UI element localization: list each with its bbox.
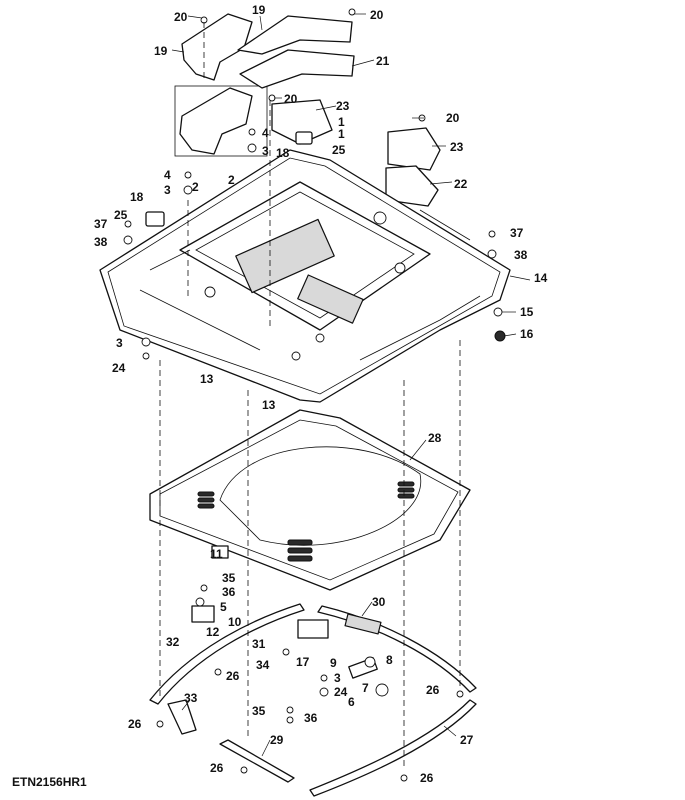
callout: 4 [262,126,269,140]
callout: 16 [520,327,534,341]
trim-right [317,605,477,693]
assembly-lines [159,22,461,770]
callout: 8 [386,653,393,667]
callout: 26 [210,761,224,775]
trim-27 [309,699,477,797]
bracket-18-left [145,211,165,227]
headliner [149,409,471,591]
callout: 3 [164,183,171,197]
callout: 37 [510,226,524,240]
callout: 10 [228,615,242,629]
upper-panel-group [174,13,441,207]
callout: 27 [460,733,474,747]
callout: 38 [514,248,528,262]
leader-lines [171,13,531,757]
callout: 1 [338,115,345,129]
panel-23-right [387,127,441,171]
bracket-17 [297,619,329,639]
panel-19-right [237,15,353,55]
callout: 26 [420,771,434,785]
callout: 9 [330,656,337,670]
trim-33 [167,699,197,735]
hardware [123,8,506,782]
callout: 35 [252,704,266,718]
callout: 36 [222,585,236,599]
callout: 26 [128,717,142,731]
plug-15 [493,307,503,317]
callout: 29 [270,733,284,747]
callout: 21 [376,54,390,68]
callout: 31 [252,637,266,651]
callout: 2 [192,180,199,194]
callout: 25 [332,143,346,157]
grommet-8 [364,656,376,668]
callout: 30 [372,595,386,609]
callout: 35 [222,571,236,585]
callout: 25 [114,208,128,222]
callout: 38 [94,235,108,249]
callout: 3 [334,671,341,685]
grommet-16 [494,330,506,342]
callout: 28 [428,431,442,445]
panel-21-lower [179,87,253,155]
callout: 18 [130,190,144,204]
panel-23-small [271,99,333,145]
callout: 26 [226,669,240,683]
callout: 12 [206,625,220,639]
callout: 2 [228,173,235,187]
vent-left [197,491,215,509]
callout: 20 [174,10,188,24]
callout: 15 [520,305,534,319]
callout: 23 [450,140,464,154]
light-30 [344,613,382,635]
callout: 19 [252,3,266,17]
callout: 3 [262,144,269,158]
roof-frame [99,149,511,403]
callout-labels: 20 19 20 19 21 20 23 4 1 1 20 3 25 18 23… [94,3,548,785]
callout: 33 [184,691,198,705]
callout: 7 [362,681,369,695]
bracket-18-center [295,131,313,145]
callout: 22 [454,177,468,191]
trim-left [149,603,305,705]
vent-right [397,481,415,499]
callout: 6 [348,695,355,709]
callout: 3 [116,336,123,350]
callout: 23 [336,99,350,113]
callout: 1 [338,127,345,141]
callout: 14 [534,271,548,285]
bulb-7 [375,683,389,697]
callout: 36 [304,711,318,725]
callout: 32 [166,635,180,649]
bracket-10 [191,605,215,623]
callout: 20 [370,8,384,22]
callout: 4 [164,168,171,182]
callout: 19 [154,44,168,58]
vent-center [287,539,313,562]
callout: 24 [112,361,126,375]
callout: 34 [256,658,270,672]
trim-strips [149,603,477,797]
callout: 13 [200,372,214,386]
callout: 17 [296,655,310,669]
callout: 13 [262,398,276,412]
callout: 20 [446,111,460,125]
panel-19-left [181,13,253,81]
callout: 11 [210,547,223,561]
callout: 37 [94,217,108,231]
bracket-11 [211,545,229,559]
callout: 24 [334,685,348,699]
callout: 18 [276,146,290,160]
callout: 20 [284,92,298,106]
trim-29 [219,739,295,783]
panel-21-upper [239,49,355,89]
figure-id: ETN2156HR1 [12,775,87,789]
callout: 26 [426,683,440,697]
callout: 5 [220,600,227,614]
